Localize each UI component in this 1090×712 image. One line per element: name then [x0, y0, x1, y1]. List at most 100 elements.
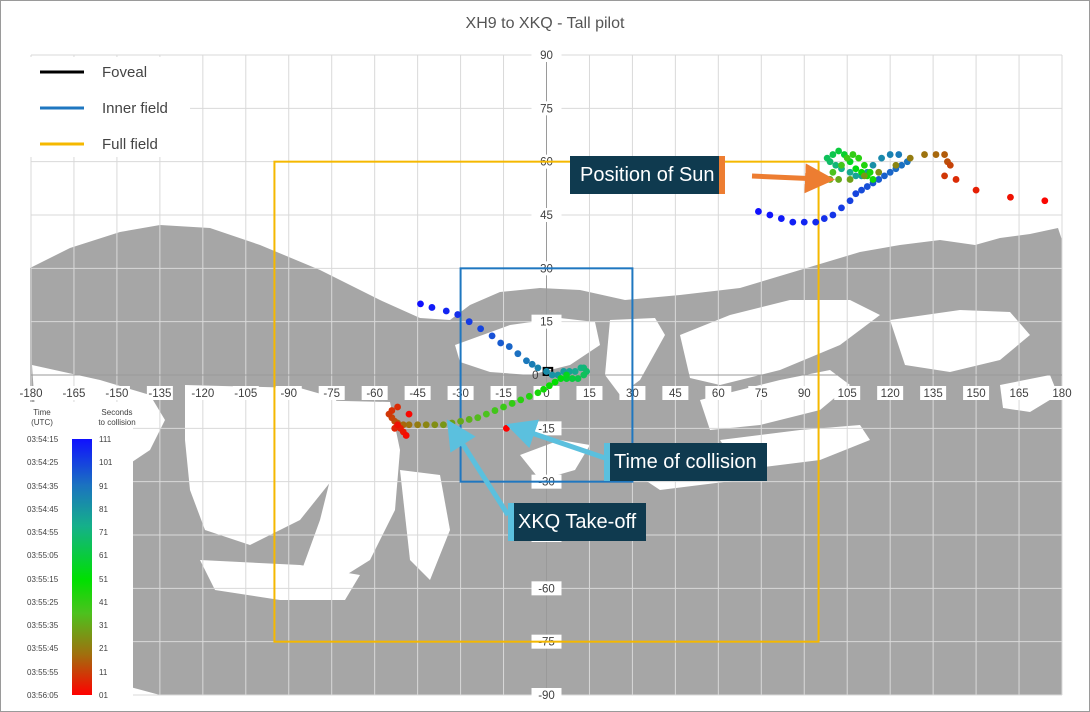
- scale-time-label: 03:54:35: [27, 481, 59, 491]
- y-tick-label: 75: [540, 103, 553, 115]
- chart-title: XH9 to XKQ - Tall pilot: [465, 15, 625, 32]
- x-tick-label: 75: [755, 388, 768, 400]
- track-point: [497, 339, 505, 347]
- sun-point: [835, 147, 843, 155]
- track-point: [442, 307, 450, 315]
- track-point: [545, 382, 553, 390]
- y-tick-label-bg: [531, 48, 562, 62]
- sun-point: [838, 204, 845, 212]
- y-tick-label: 90: [540, 50, 553, 62]
- sun-point: [755, 208, 762, 215]
- track-point: [574, 375, 582, 382]
- sun-point: [881, 172, 888, 180]
- track-point: [534, 389, 542, 397]
- sun-point: [886, 168, 894, 176]
- scale-time-label: 03:55:25: [27, 597, 59, 607]
- full-field-box: [273, 160, 820, 643]
- sun-point: [932, 151, 940, 158]
- y-tick-label-bg: [531, 688, 562, 702]
- track-point: [440, 421, 447, 429]
- x-tick-label: -15: [495, 388, 512, 400]
- x-tick-label: 90: [798, 388, 811, 400]
- sun-point: [777, 215, 785, 222]
- sun-point: [866, 168, 874, 176]
- track-point: [571, 368, 579, 375]
- track-point: [482, 410, 490, 418]
- x-tick-label: -165: [62, 388, 85, 400]
- sun-point: [852, 190, 860, 198]
- track-point: [548, 371, 556, 379]
- x-tick-label-bg: [705, 386, 732, 400]
- scale-time-label: 03:55:45: [27, 644, 59, 654]
- scale-seconds-label: 41: [99, 597, 108, 607]
- sun-point: [823, 154, 831, 162]
- legend: Foveal Inner field Full field: [30, 57, 190, 157]
- sun-point: [829, 151, 837, 158]
- sun-point: [829, 211, 837, 219]
- x-tick-label-bg: [576, 386, 603, 400]
- sun-point: [852, 165, 860, 173]
- track-point: [525, 392, 533, 400]
- track-point: [431, 421, 439, 429]
- scale-seconds-label: 01: [99, 691, 108, 700]
- y-tick-label: 0: [532, 370, 538, 382]
- sun-point: [766, 211, 774, 219]
- x-tick-label: 0: [543, 388, 549, 400]
- sun-point: [846, 197, 854, 205]
- callout-xkq-take-off: XKQ Take-off: [508, 503, 647, 541]
- sun-point: [826, 176, 834, 183]
- scale-time-label: 03:55:35: [27, 621, 59, 631]
- sun-point: [849, 151, 857, 158]
- scale-time-label: 03:55:05: [27, 551, 59, 561]
- sun-point: [800, 218, 808, 226]
- scale-seconds-label: 31: [99, 621, 108, 631]
- sun-point: [846, 168, 854, 176]
- y-tick-label: -60: [538, 583, 555, 595]
- x-tick-label: 135: [924, 388, 943, 400]
- track-point: [457, 417, 464, 425]
- track-point: [505, 343, 513, 350]
- x-tick-label: 120: [881, 388, 900, 400]
- callout-edge: [718, 156, 725, 194]
- y-tick-label-bg: [531, 101, 562, 116]
- sun-point: [789, 218, 797, 226]
- track-point: [563, 371, 570, 379]
- scale-seconds-label: 111: [99, 435, 112, 444]
- x-tick-label-bg: [920, 386, 947, 400]
- scale-time-label: 03:55:55: [27, 667, 59, 677]
- x-tick-label: 105: [838, 388, 857, 400]
- x-tick-label: 15: [583, 388, 596, 400]
- scale-seconds-label: 61: [99, 551, 108, 561]
- sun-point: [941, 151, 948, 158]
- track-point: [414, 421, 422, 429]
- track-point: [540, 385, 548, 393]
- sun-point: [906, 154, 914, 162]
- sun-point: [843, 154, 851, 162]
- scale-head-seconds: Seconds to collision: [98, 408, 136, 427]
- sun-point: [860, 161, 868, 169]
- x-tick-label-bg: [60, 386, 87, 400]
- sun-trace: [755, 147, 1049, 226]
- x-tick-label-bg: [877, 386, 904, 400]
- track-point: [454, 311, 462, 318]
- x-tick-label-bg: [748, 386, 775, 400]
- sun-point: [838, 161, 845, 169]
- x-tick-label-bg: [1049, 386, 1075, 400]
- y-tick-label-bg: [531, 581, 562, 596]
- scale-time-label: 03:54:15: [27, 435, 59, 444]
- x-tick-label-bg: [103, 386, 130, 400]
- legend-label-foveal: Foveal: [102, 64, 147, 81]
- track-point: [543, 368, 550, 375]
- x-tick-label: -120: [191, 388, 214, 400]
- tick-labels: -180-165-150-135-120-105-90-75-60-45-30-…: [18, 48, 1075, 702]
- x-tick-label: -60: [366, 388, 383, 400]
- track-point: [477, 325, 485, 333]
- sun-point: [863, 183, 871, 190]
- callout-edge: [508, 503, 514, 541]
- callout-xkq-take-off-text: XKQ Take-off: [518, 511, 637, 533]
- y-tick-label: -15: [538, 423, 555, 435]
- x-tick-label-bg: [146, 386, 173, 400]
- track-point: [580, 371, 588, 379]
- track-point: [551, 378, 559, 386]
